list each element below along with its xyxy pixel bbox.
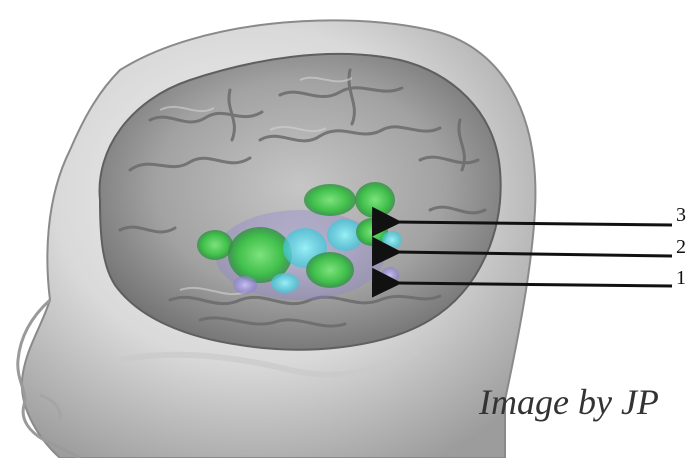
region-label-3: 3: [676, 205, 686, 225]
region-label-1: 1: [676, 268, 686, 288]
region-label-2: 2: [676, 237, 686, 257]
image-credit: Image by JP: [479, 382, 659, 422]
brain-cortex: [100, 54, 501, 350]
